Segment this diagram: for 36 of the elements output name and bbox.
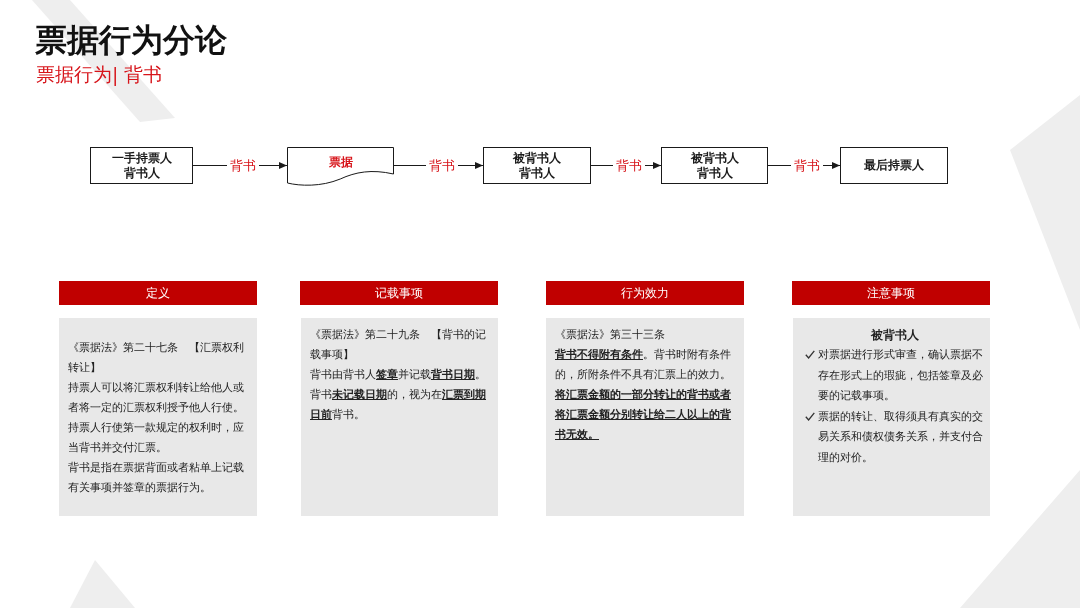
box-label: 被背书人 [690,150,739,166]
body-text: 背书是指在票据背面或者粘单上记载有关事项并签章的票据行为。 [68,459,245,496]
process-box [90,147,193,184]
body-text: 持票人行使第一款规定的权利时，应当背书并交付汇票。 [68,419,245,456]
process-box [661,147,768,184]
edge-label: 背书 [791,157,823,174]
box-label: 被背书人 [513,150,561,166]
text-panel [793,318,990,516]
edge-label: 背书 [425,157,458,174]
section-header: 行为效力 [546,281,744,305]
body-text: 持票人可以将汇票权利转让给他人或者将一定的汇票权利授予他人行使。 [68,379,245,416]
body-text: 《票据法》第二十七条 【汇票权利转让】 [68,339,245,376]
box-label: 票据 [328,154,353,170]
box-label: 一手持票人 [111,150,172,166]
body-text: 背书不得附有条件。背书时附有条件的，所附条件不具有汇票上的效力。 [555,347,732,383]
box-label: 背书人 [696,165,733,181]
box-label: 背书人 [123,165,160,181]
section-header: 注意事项 [792,281,990,305]
bullet-text: 票据的转让、取得须具有真实的交易关系和债权债务关系，并支付合理的对价。 [818,408,984,466]
box-label: 最后持票人 [864,158,924,173]
edge-label: 背书 [227,157,259,174]
slide-title: 票据行为分论 [35,20,227,60]
section-header: 定义 [59,281,257,305]
body-text: 《票据法》第三十三条 [555,327,666,343]
box-label: 背书人 [519,165,555,181]
body-text: 《票据法》第二十九条 【背书的记载事项】 [310,327,487,363]
process-box [840,147,948,184]
edge-label: 背书 [613,157,645,174]
bullet-text: 对票据进行形式审查，确认票据不存在形式上的瑕疵，包括签章及必要的记载事项。 [818,347,984,404]
panel-heading: 被背书人 [870,327,919,344]
process-box [483,147,591,184]
section-header: 记载事项 [300,281,498,305]
body-text: 背书未记载日期的，视为在汇票到期日前背书。 [310,387,487,423]
body-text: 将汇票金额的一部分转让的背书或者将汇票金额分别转让给二人以上的背书无效。 [555,387,732,443]
slide-subtitle: 票据行为| 背书 [36,62,163,86]
body-text: 背书由背书人签章并记载背书日期。 [310,367,487,383]
